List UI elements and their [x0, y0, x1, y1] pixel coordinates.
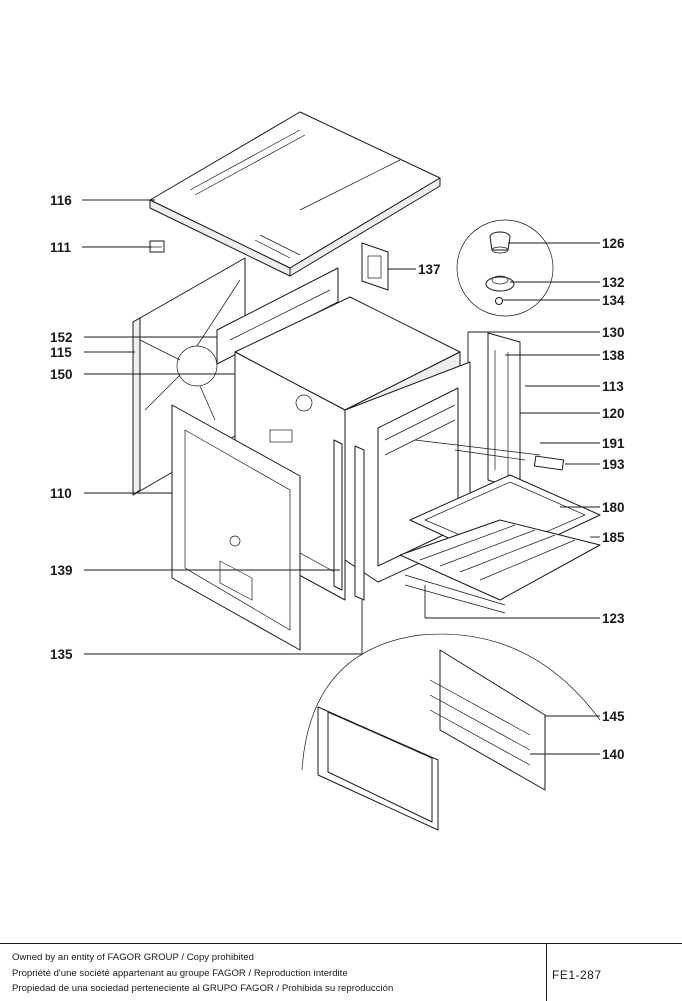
thermostat-detail — [456, 219, 554, 317]
oven-door — [171, 404, 301, 651]
callout-130: 130 — [602, 325, 625, 340]
title-block: Owned by an entity of FAGOR GROUP / Copy… — [0, 943, 682, 1001]
callout-140: 140 — [602, 747, 625, 762]
callout-152: 152 — [50, 330, 73, 345]
callout-113: 113 — [602, 379, 624, 394]
copyright-spanish: Propiedad de una sociedad perteneciente … — [12, 983, 394, 994]
knob-cap — [489, 231, 511, 254]
inner-door-detail — [301, 633, 601, 831]
drawing-canvas: 116 111 137 126 132 134 152 130 115 138 … — [50, 111, 625, 831]
callout-111: 111 — [50, 240, 72, 255]
callout-193: 193 — [602, 457, 625, 472]
glass-pane-rack — [429, 649, 546, 791]
callout-126: 126 — [602, 236, 625, 251]
callout-185: 185 — [602, 530, 625, 545]
hinge-clip — [149, 240, 165, 253]
knob-screw — [495, 297, 503, 305]
thermostat-body — [485, 275, 515, 292]
title-block-divider — [546, 944, 547, 1001]
callout-180: 180 — [602, 500, 625, 515]
callout-138: 138 — [602, 348, 625, 363]
callout-150: 150 — [50, 367, 73, 382]
inner-glass-panel — [317, 706, 439, 831]
callout-139: 139 — [50, 563, 73, 578]
grill-element — [414, 439, 565, 471]
callout-137: 137 — [418, 262, 441, 277]
wire-shelf — [399, 519, 601, 601]
callout-134: 134 — [602, 293, 625, 308]
copyright-french: Propriété d'une société appartenant au g… — [12, 967, 348, 979]
drawing-reference-code: FE1-287 — [552, 968, 602, 982]
callout-120: 120 — [602, 406, 625, 421]
callout-135: 135 — [50, 647, 73, 662]
mounting-bracket — [361, 242, 389, 291]
bulb-holder — [533, 455, 565, 471]
callout-115: 115 — [50, 345, 72, 360]
callout-145: 145 — [602, 709, 625, 724]
door-hinge — [333, 439, 365, 601]
right-side-panel — [487, 332, 521, 491]
copyright-notes: Owned by an entity of FAGOR GROUP / Copy… — [12, 950, 537, 997]
callout-123: 123 — [602, 611, 625, 626]
top-cover-panel — [149, 111, 441, 277]
callout-132: 132 — [602, 275, 625, 290]
callout-labels: 116 111 137 126 132 134 152 130 115 138 … — [50, 193, 625, 762]
leader-lines — [82, 199, 600, 755]
callout-110: 110 — [50, 486, 72, 501]
callout-191: 191 — [602, 436, 625, 451]
copyright-english: Owned by an entity of FAGOR GROUP / Copy… — [12, 952, 254, 963]
callout-116: 116 — [50, 193, 72, 208]
rear-panel — [216, 267, 339, 365]
shelf-support — [404, 574, 506, 614]
